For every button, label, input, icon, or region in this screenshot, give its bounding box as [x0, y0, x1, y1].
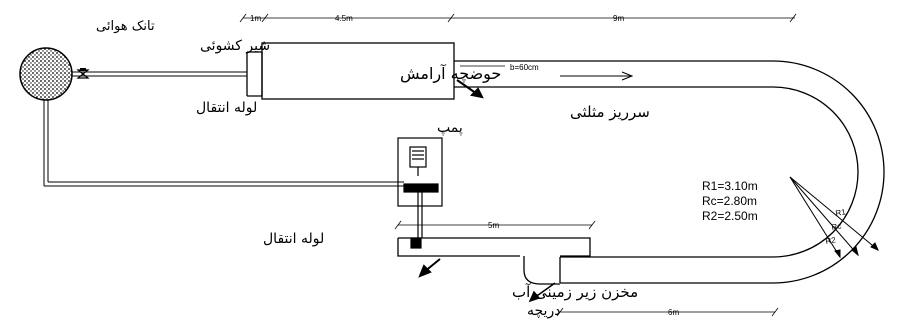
dim-width: b=60cm [510, 63, 539, 72]
air-tank-label: تانک هوائی [96, 19, 155, 34]
flume-channel [454, 60, 885, 284]
transfer-pipe-bottom-label: لوله انتقال [263, 231, 324, 247]
radius-r1: R1=3.10m [702, 179, 758, 193]
flow-arrow-icon [560, 71, 634, 81]
transfer-pipe-bottom [43, 100, 404, 187]
radius-r2-short: R2 [825, 235, 837, 246]
gate-label: دریچه [527, 303, 560, 319]
dimension-lines [239, 13, 797, 317]
transfer-pipe-top-label: لوله انتقال [196, 100, 257, 116]
dim-9m: 9m [613, 14, 624, 23]
dim-5m: 5m [488, 221, 499, 230]
pump [397, 137, 443, 249]
radius-r2: R2=2.50m [702, 209, 758, 223]
gate-valve-icon [76, 68, 90, 79]
air-tank [19, 47, 73, 101]
radius-r1-short: R1 [835, 207, 847, 218]
dim-1m: 1m [250, 14, 261, 23]
underground-reservoir [397, 237, 591, 285]
dim-6m: 6m [668, 308, 679, 317]
reservoir-label: مخزن زیر زمینی آب [512, 283, 638, 301]
transfer-pipe-top [72, 71, 247, 77]
gate-leader-arrow [528, 282, 556, 303]
radius-lines [789, 176, 879, 259]
dim-4-5m: 4.5m [335, 14, 353, 23]
radius-rc: Rc=2.80m [702, 194, 757, 208]
stilling-basin [246, 42, 455, 100]
weir-leader-arrow [456, 79, 484, 99]
reservoir-leader-arrow [418, 258, 441, 278]
pump-label: پمپ [437, 120, 463, 136]
stilling-basin-label: حوضچه آرامش [400, 64, 501, 84]
gate-valve-label: شیر کشوئی [200, 38, 270, 54]
triangular-weir-label: سرریز مثلثی [570, 103, 650, 121]
radius-rc-short: Rc [831, 221, 842, 232]
